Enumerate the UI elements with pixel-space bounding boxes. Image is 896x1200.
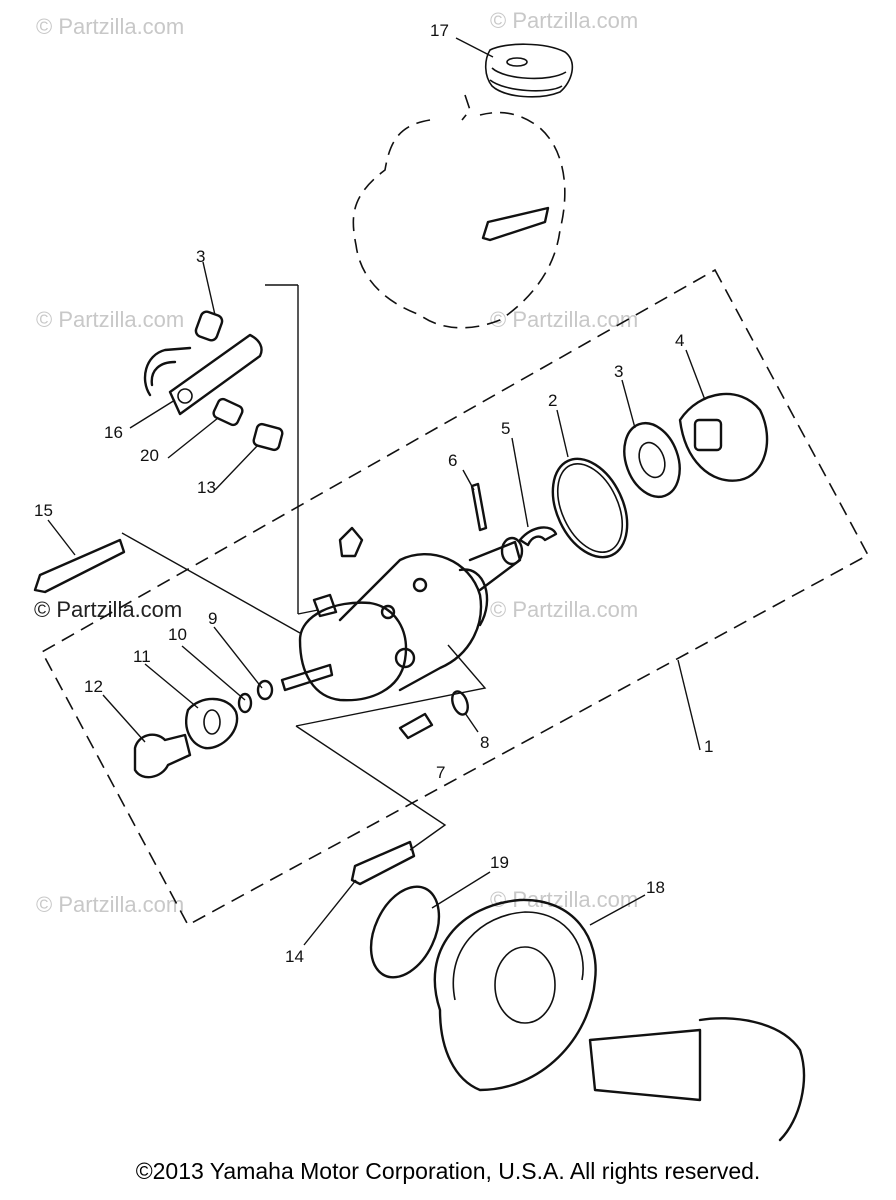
crankshaft-rotor: [433, 898, 806, 1142]
callout-8: 8: [480, 733, 489, 752]
callout-2: 2: [548, 391, 557, 410]
small-parts: [33, 392, 769, 979]
callout-5: 5: [501, 419, 510, 438]
callout-leaders: [47, 37, 706, 946]
callout-3-hose: 3: [196, 247, 205, 266]
oil-tank: [352, 43, 574, 329]
callout-19: 19: [490, 853, 509, 872]
exploded-parts-diagram: © Partzilla.com © Partzilla.com © Partzi…: [33, 8, 870, 1142]
callout-16: 16: [104, 423, 123, 442]
callout-6: 6: [448, 451, 457, 470]
callout-10: 10: [168, 625, 187, 644]
callout-18: 18: [646, 878, 665, 897]
oil-pump-body: [280, 526, 524, 702]
callout-17: 17: [430, 21, 449, 40]
watermark-lower-left: © Partzilla.com: [36, 892, 184, 917]
watermark-top-left: © Partzilla.com: [36, 14, 184, 39]
hose-assembly: [143, 284, 319, 615]
watermark-center-left: © Partzilla.com: [34, 597, 182, 622]
watermark-mid-right: © Partzilla.com: [490, 307, 638, 332]
watermark-layer: © Partzilla.com © Partzilla.com © Partzi…: [34, 8, 638, 917]
callout-1: 1: [704, 737, 713, 756]
callout-20: 20: [140, 446, 159, 465]
callout-3-bearing: 3: [614, 362, 623, 381]
callout-12: 12: [84, 677, 103, 696]
callout-15: 15: [34, 501, 53, 520]
watermark-lower-right: © Partzilla.com: [490, 887, 638, 912]
callout-11: 11: [133, 647, 151, 666]
callout-4: 4: [675, 331, 684, 350]
callout-9: 9: [208, 609, 217, 628]
callout-13: 13: [197, 478, 216, 497]
dashed-outline: [40, 268, 870, 927]
callout-labels: 17 3 16 20 13 15 6 5 2 3 4 10 9 11 12 8 …: [34, 21, 713, 966]
callout-14: 14: [285, 947, 304, 966]
watermark-top-right: © Partzilla.com: [490, 8, 638, 33]
watermark-center-right: © Partzilla.com: [490, 597, 638, 622]
callout-7: 7: [436, 763, 445, 782]
watermark-mid-left: © Partzilla.com: [36, 307, 184, 332]
copyright-notice: ©2013 Yamaha Motor Corporation, U.S.A. A…: [135, 1158, 761, 1184]
